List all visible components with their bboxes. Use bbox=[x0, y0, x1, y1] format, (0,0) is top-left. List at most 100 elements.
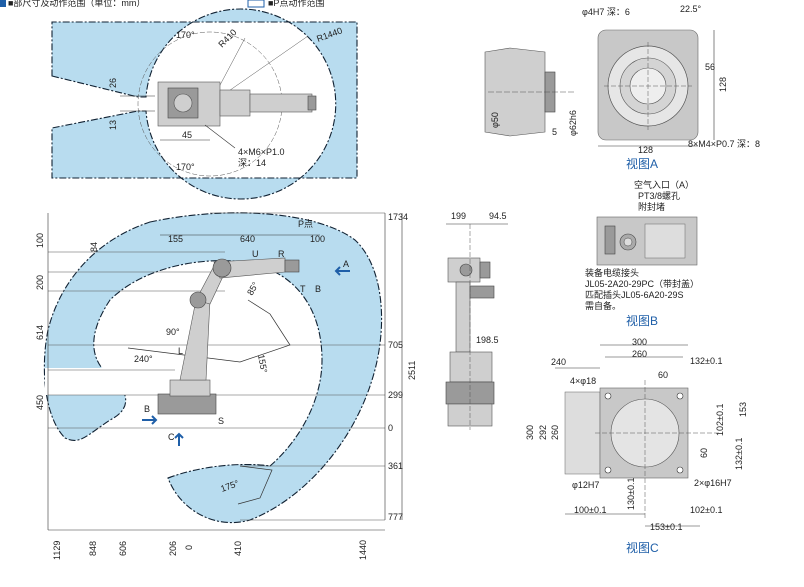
view-a-d128h: 128 bbox=[718, 77, 728, 92]
bottom-dim-848: 848 bbox=[88, 541, 98, 556]
view-a-caption: 视图A bbox=[626, 156, 658, 171]
view-a-d62: φ62h6 bbox=[568, 110, 578, 136]
view-c-d100: 100±0.1 bbox=[574, 505, 606, 515]
front-d94: 94.5 bbox=[489, 211, 507, 221]
side-c-arrow bbox=[174, 432, 184, 446]
view-a-d56: 56 bbox=[705, 62, 715, 72]
view-c-d132b: 132±0.1 bbox=[734, 438, 744, 470]
header-right-text: ■P点动作范围 bbox=[268, 0, 324, 8]
view-c-d300v: 300 bbox=[525, 425, 535, 440]
front-robot bbox=[445, 257, 495, 427]
top-angle-right: 170° bbox=[176, 162, 195, 172]
side-robot bbox=[157, 257, 300, 415]
side-b: B bbox=[315, 284, 321, 294]
view-b-air2: PT3/8螺孔 bbox=[638, 191, 680, 201]
view-b-air3: 附封堵 bbox=[638, 201, 665, 212]
view-c-caption: 视图C bbox=[626, 540, 659, 555]
right-dim-299: 299 bbox=[388, 390, 403, 400]
front-d198: 198.5 bbox=[476, 335, 499, 345]
view-c-d132a: 132±0.1 bbox=[690, 356, 722, 366]
right-dim-361: 361 bbox=[388, 461, 403, 471]
side-a-arrow bbox=[334, 266, 350, 276]
view-c-d130: 130±0.1 bbox=[626, 478, 636, 510]
view-c-d260: 260 bbox=[632, 349, 647, 359]
side-p-point: P点 bbox=[298, 219, 313, 229]
view-c-d300: 300 bbox=[632, 337, 647, 347]
bottom-dim-1129: 1129 bbox=[52, 541, 62, 560]
view-a-d50: φ50 bbox=[490, 112, 500, 128]
left-dim-100: 100 bbox=[35, 233, 45, 248]
bottom-dim-606: 606 bbox=[118, 541, 128, 556]
view-b-con4: 需自备。 bbox=[585, 300, 621, 311]
view-a: φ50 5 φ62h6 φ4H7 深：6 22.5° 56 128 128 8×… bbox=[484, 4, 760, 171]
header-marker bbox=[0, 0, 6, 7]
left-dim-84: 84 bbox=[89, 242, 99, 252]
view-c-d60a: 60 bbox=[658, 370, 668, 380]
bottom-dim-1440: 1440 bbox=[358, 540, 368, 560]
header-left-text: ■部尺寸及动作范围（单位：mm） bbox=[8, 0, 145, 8]
right-dim-1734: 1734 bbox=[388, 212, 408, 222]
side-u: U bbox=[252, 249, 259, 259]
right-dim-2511: 2511 bbox=[407, 361, 417, 380]
side-angle85: 85° bbox=[245, 280, 261, 297]
view-b-air1: 空气入口（A） bbox=[634, 179, 694, 190]
side-d100: 100 bbox=[310, 234, 325, 244]
view-a-d5: 5 bbox=[552, 127, 557, 137]
side-bottom-dims: 1129 848 606 206 0 410 1440 bbox=[48, 529, 385, 560]
bottom-dim-0: 0 bbox=[184, 545, 194, 550]
view-a-bolts: 8×M4×P0.7 深：8 bbox=[688, 139, 760, 149]
side-right-dims: 1734 705 299 0 361 777 2511 bbox=[384, 212, 417, 522]
side-angle155: 155° bbox=[256, 354, 269, 374]
view-b-con1: 装备电缆接头 bbox=[585, 267, 639, 278]
view-c-d102a: 102±0.1 bbox=[715, 404, 725, 436]
view-a-d128w: 128 bbox=[638, 145, 653, 155]
side-t: T bbox=[300, 284, 306, 294]
side-view: 155 640 P点 100 U R T B A 85° 90° L 240° … bbox=[35, 212, 417, 560]
view-c-d153b: 153±0.1 bbox=[650, 522, 682, 532]
view-c-d240: 240 bbox=[551, 357, 566, 367]
view-b-caption: 视图B bbox=[626, 313, 658, 328]
view-c-d153: 153 bbox=[738, 402, 748, 417]
view-b-con3: 匹配插头JL05-6A20-29S bbox=[585, 289, 684, 300]
bottom-dim-206: 206 bbox=[168, 541, 178, 556]
side-c-arrow-label: C bbox=[168, 432, 175, 442]
side-angle240: 240° bbox=[134, 354, 153, 364]
top-dim-45: 45 bbox=[182, 130, 192, 140]
right-dim-0: 0 bbox=[388, 423, 393, 433]
right-dim-705: 705 bbox=[388, 340, 403, 350]
bottom-dim-410: 410 bbox=[233, 541, 243, 556]
top-robot bbox=[157, 81, 317, 127]
view-a-angle: 22.5° bbox=[680, 4, 702, 14]
side-angle90: 90° bbox=[166, 327, 180, 337]
front-d199: 199 bbox=[451, 211, 466, 221]
view-a-hole: φ4H7 深：6 bbox=[582, 7, 630, 17]
side-d155: 155 bbox=[168, 234, 183, 244]
top-bolt-line2: 深：14 bbox=[238, 158, 266, 168]
legend-swatch bbox=[247, 0, 265, 8]
view-b: 空气入口（A） PT3/8螺孔 附封堵 装备电缆接头 JL05-2A20-29P… bbox=[585, 179, 699, 328]
view-c-d260v: 260 bbox=[550, 425, 560, 440]
side-b-arrow-label: B bbox=[144, 404, 150, 414]
view-b-con2: JL05-2A20-29PC（带封盖） bbox=[585, 278, 699, 289]
top-bolt-line1: 4×M6×P1.0 bbox=[238, 147, 285, 157]
front-view: 199 94.5 198.5 bbox=[445, 211, 508, 430]
side-b-arrow bbox=[142, 415, 158, 425]
side-s: S bbox=[218, 416, 224, 426]
top-view: 170° 170° R410 R1440 26 13 45 4×M6×P1.0 … bbox=[51, 8, 358, 200]
view-c: 300 260 240 132±0.1 60 4×φ18 153 102±0.1… bbox=[525, 337, 748, 555]
side-a-arrow-label: A bbox=[343, 259, 349, 269]
left-dim-614: 614 bbox=[35, 325, 45, 340]
top-dim-13: 13 bbox=[108, 120, 118, 130]
top-angle-left: 170° bbox=[176, 30, 195, 40]
side-left-dims: 100 84 200 614 450 bbox=[35, 213, 99, 530]
side-l: L bbox=[178, 346, 183, 356]
view-c-d4x18: 4×φ18 bbox=[570, 376, 596, 386]
left-dim-450: 450 bbox=[35, 395, 45, 410]
view-c-d12h7: φ12H7 bbox=[572, 480, 599, 490]
side-d640: 640 bbox=[240, 234, 255, 244]
view-c-d60b: 60 bbox=[699, 448, 709, 458]
view-c-d102b: 102±0.1 bbox=[690, 505, 722, 515]
side-r: R bbox=[278, 249, 285, 259]
view-c-d2x16: 2×φ16H7 bbox=[694, 478, 732, 488]
